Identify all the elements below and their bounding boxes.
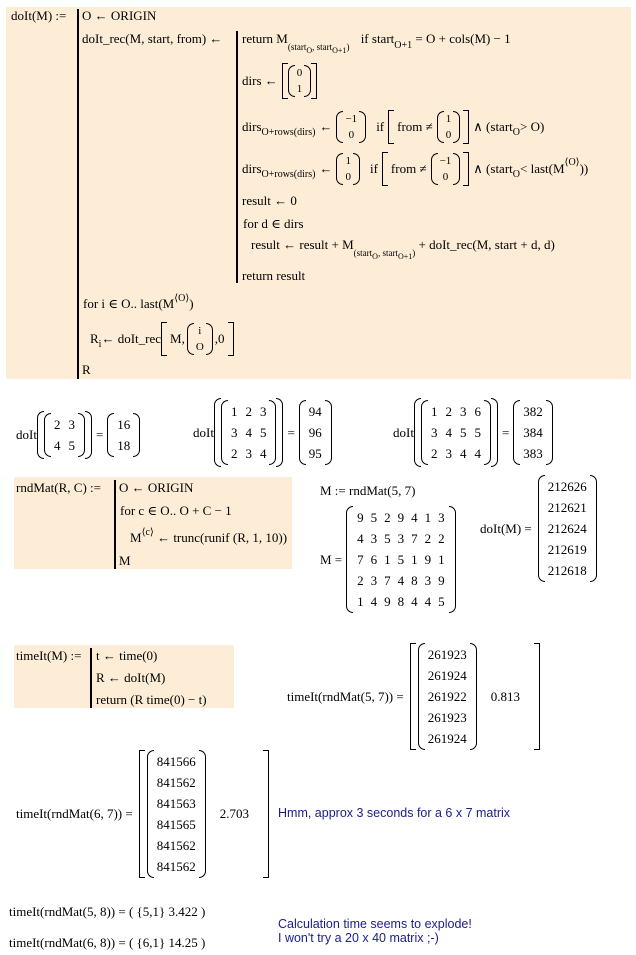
rec-return-result: return result [242,268,306,283]
note-approx-3-seconds[interactable]: Hmm, approx 3 seconds for a 6 x 7 matrix [278,806,511,820]
timeit-line-return: return (R time(0) − t) [96,692,207,707]
rndmat-line-for: for c ∈ O.. O + C − 1 [120,503,232,518]
timeit-def-name: timeIt(M) := [16,648,82,663]
doit-rec-program-bar [236,31,238,283]
doit-rec-header: doIt_rec(M, start, from) ← [82,31,223,46]
timeit-68-result[interactable]: timeIt(rndMat(6, 8)) = ( {6,1} 14.25 ) [9,935,206,950]
rec-for-d: for d ∈ dirs [243,216,304,231]
timeit-line-t: t ← time(0) [96,648,158,663]
m-assign[interactable]: M := rndMat(5, 7) [320,483,416,498]
rndmat-line-assign: M⟨c⟩ ← trunc(runif (R, 1, 10)) [130,527,288,545]
timeit-program-bar [90,648,92,708]
rndmat-definition-region[interactable] [14,477,292,569]
doit-origin-line: O ← ORIGIN [82,8,157,23]
rec-return-line: return M(startO, startO+1) if startO+1 =… [242,31,511,55]
doit-definition-region[interactable] [6,7,631,379]
rndmat-line-return: M [119,553,131,568]
doit-return-r: R [82,362,91,377]
timeit-line-r: R ← doIt(M) [96,670,166,685]
rec-result-update: result ← result + M(startO, startO+1) + … [251,237,555,261]
doit-program-bar [77,9,79,379]
timeit-definition-region[interactable] [14,645,234,708]
doit-def-name: doIt(M) := [11,8,67,23]
rec-result-init: result ← 0 [242,193,297,208]
rndmat-def-name: rndMat(R, C) := [16,480,101,495]
timeit-58-result[interactable]: timeIt(rndMat(5, 8)) = ( {5,1} 3.422 ) [9,904,206,919]
note-calculation-time[interactable]: Calculation time seems to explode! I won… [278,917,472,945]
rndmat-line-origin: O ← ORIGIN [119,480,194,495]
doit-for-i: for i ∈ O.. last(M⟨O⟩) [83,293,194,311]
rndmat-program-bar [114,480,116,569]
